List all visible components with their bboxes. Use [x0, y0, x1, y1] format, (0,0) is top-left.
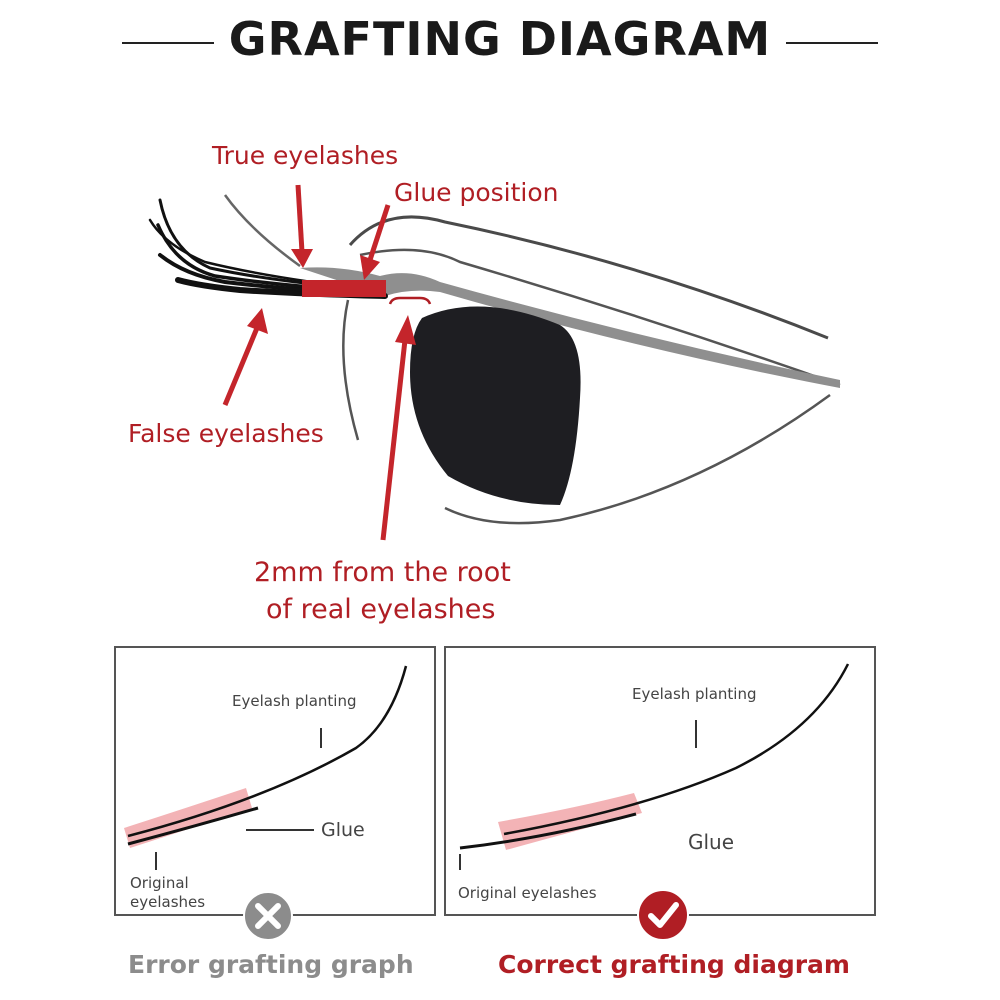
- natural-eyelash-curve: [223, 194, 301, 268]
- label-distance-line1: 2mm from the root: [254, 557, 511, 588]
- eyelid-crease-outer: [348, 215, 829, 340]
- correct-lash-illustration: [459, 663, 850, 870]
- eyelid-margin: [300, 267, 840, 388]
- arrow-glue-position: [367, 204, 391, 261]
- arrows: [222, 184, 416, 541]
- error-planted-lash: [127, 665, 408, 838]
- error-label-original-line2: eyelashes: [130, 893, 206, 911]
- correct-planted-lash: [503, 663, 850, 836]
- eyelid-crease-inner: [359, 248, 841, 387]
- error-label-original-line1: Original: [130, 874, 189, 892]
- distance-bracket: [388, 296, 432, 305]
- correct-caption: Correct grafting diagram: [498, 950, 850, 979]
- label-true-eyelashes: True eyelashes: [212, 141, 399, 170]
- error-label-eyelash-planting: Eyelash planting: [232, 692, 357, 710]
- checkmark-icon: [637, 889, 689, 941]
- label-false-eyelashes: False eyelashes: [128, 419, 324, 448]
- error-label-glue: Glue: [321, 819, 365, 841]
- title-rule-right: [786, 42, 878, 44]
- correct-label-original: Original eyelashes: [458, 884, 597, 902]
- error-lash-illustration: [124, 665, 408, 870]
- arrow-false-eyelashes: [222, 327, 260, 406]
- eye-corner-line: [342, 299, 360, 441]
- correct-label-eyelash-planting: Eyelash planting: [632, 685, 757, 703]
- label-glue-position: Glue position: [394, 178, 559, 207]
- error-original-lash: [127, 806, 259, 846]
- arrowhead-false-eyelashes: [247, 308, 268, 334]
- correct-panel: Eyelash planting Glue Original eyelashes: [444, 646, 876, 916]
- arrow-true-eyelashes: [295, 184, 305, 253]
- lower-eyelid: [444, 393, 831, 525]
- label-distance-line2: of real eyelashes: [266, 594, 496, 625]
- correct-original-lash: [459, 812, 637, 850]
- eye-illustration: [148, 184, 841, 541]
- arrowhead-true-eyelashes: [291, 249, 313, 268]
- correct-label-glue: Glue: [688, 830, 735, 854]
- arrow-distance: [380, 339, 408, 541]
- error-panel: Eyelash planting Glue Original eyelashes: [114, 646, 436, 916]
- glue-position-band: [302, 280, 386, 297]
- arrowhead-distance: [395, 315, 416, 345]
- title-rule-left: [122, 42, 214, 44]
- error-caption: Error grafting graph: [128, 950, 414, 979]
- pupil: [410, 306, 581, 505]
- page-title: GRAFTING DIAGRAM: [228, 12, 772, 66]
- x-icon: [243, 891, 293, 941]
- arrowhead-glue-position: [360, 255, 380, 280]
